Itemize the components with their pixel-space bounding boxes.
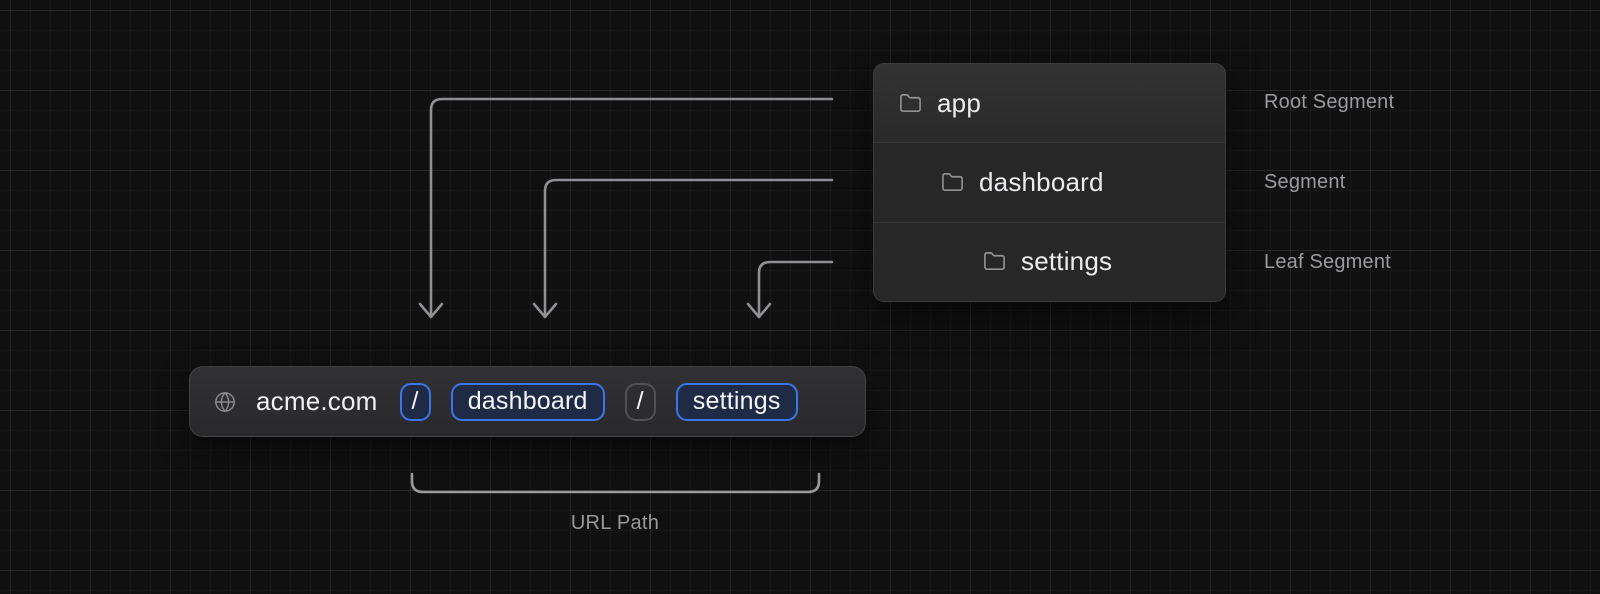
folder-name: app bbox=[937, 87, 981, 118]
url-segment-root-slash: / bbox=[399, 382, 431, 421]
folder-icon bbox=[941, 171, 964, 194]
tree-row-dashboard: dashboard bbox=[874, 142, 1225, 221]
folder-name: settings bbox=[1021, 246, 1113, 277]
url-bar: acme.com / dashboard / settings bbox=[189, 366, 866, 437]
folder-icon bbox=[899, 92, 922, 115]
arrow-settings-to-segment bbox=[746, 260, 834, 319]
globe-icon bbox=[214, 391, 236, 413]
file-tree-panel: app dashboard settings bbox=[873, 63, 1226, 302]
url-segment-settings: settings bbox=[675, 382, 798, 421]
annotation-root-segment: Root Segment bbox=[1264, 91, 1395, 114]
annotation-segment: Segment bbox=[1264, 171, 1346, 193]
url-segment-dashboard: dashboard bbox=[450, 382, 605, 421]
folder-name: dashboard bbox=[979, 166, 1104, 197]
arrow-dashboard-to-segment bbox=[532, 178, 834, 319]
arrow-app-to-root-slash bbox=[418, 97, 834, 319]
url-segment-separator-slash: / bbox=[624, 382, 656, 421]
folder-icon bbox=[983, 250, 1006, 273]
annotation-leaf-segment: Leaf Segment bbox=[1264, 250, 1391, 273]
url-path-label: URL Path bbox=[570, 512, 660, 534]
url-domain: acme.com bbox=[256, 386, 378, 416]
tree-row-settings: settings bbox=[874, 221, 1225, 301]
segment-annotations: Root Segment Segment Leaf Segment bbox=[1264, 63, 1594, 302]
tree-row-app: app bbox=[874, 64, 1225, 143]
